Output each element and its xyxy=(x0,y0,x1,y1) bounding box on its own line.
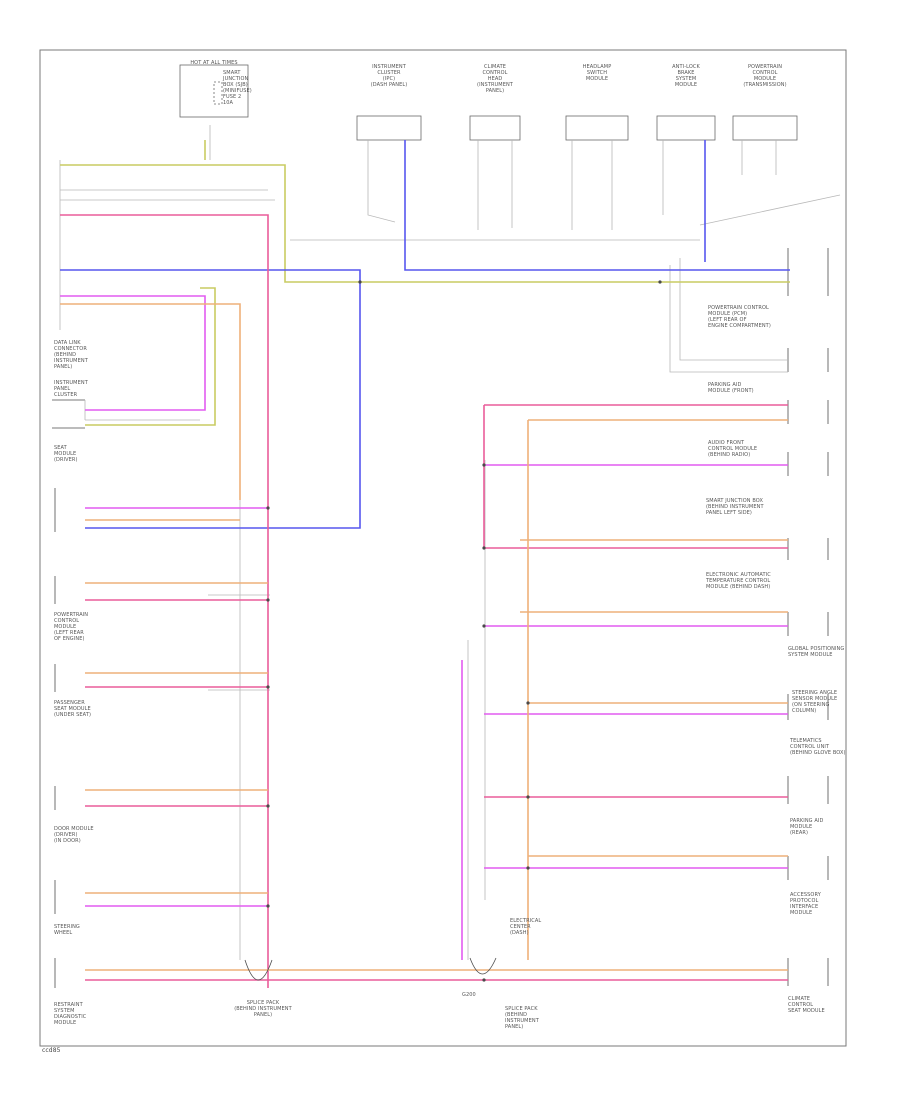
top-fuse-label: SMART JUNCTION BOX (SJB) (MINIFUSE) FUSE… xyxy=(223,70,252,106)
yg-wire xyxy=(60,164,790,283)
colored-wires xyxy=(60,140,790,988)
module-box-5 xyxy=(732,115,798,141)
left-connectors xyxy=(52,399,85,988)
footer-code: ccd85 xyxy=(42,1047,61,1054)
left-label-1: DATA LINK CONNECTOR (BEHIND INSTRUMENT P… xyxy=(54,340,88,370)
splice-bracket-left xyxy=(244,959,273,981)
fuse-box xyxy=(179,64,249,118)
diagram-frame xyxy=(39,49,847,1047)
fuse-symbol xyxy=(213,81,223,105)
left-label-4: POWERTRAIN CONTROL MODULE (LEFT REAR OF … xyxy=(54,612,89,642)
bottom-label-1: SPLICE PACK (BEHIND INSTRUMENT PANEL) xyxy=(234,1000,292,1018)
orange-wire xyxy=(60,303,241,500)
gray-wires xyxy=(59,125,841,960)
right-label-5: ELECTRONIC AUTOMATIC TEMPERATURE CONTROL… xyxy=(706,572,771,590)
module-box-3 xyxy=(565,115,629,141)
module-box-2 xyxy=(469,115,521,141)
splice-bracket-center xyxy=(469,957,497,975)
right-label-2: PARKING AID MODULE (FRONT) xyxy=(708,382,754,394)
right-label-10: GLOBAL POSITIONING SYSTEM MODULE xyxy=(788,646,845,658)
right-label-4: SMART JUNCTION BOX (BEHIND INSTRUMENT PA… xyxy=(706,498,764,516)
left-label-7: STEERING WHEEL xyxy=(54,924,80,936)
module-box-4 xyxy=(656,115,716,141)
splice-nodes xyxy=(266,280,662,982)
bottom-label-3: ELECTRICAL CENTER (DASH) xyxy=(510,918,542,936)
module-label-5: POWERTRAIN CONTROL MODULE (TRANSMISSION) xyxy=(743,64,787,88)
left-label-8: RESTRAINT SYSTEM DIAGNOSTIC MODULE xyxy=(54,1002,87,1026)
right-label-9: ACCESSORY PROTOCOL INTERFACE MODULE xyxy=(790,892,821,916)
bottom-label-2: SPLICE PACK (BEHIND INSTRUMENT PANEL) xyxy=(505,1006,539,1030)
right-label-6: STEERING ANGLE SENSOR MODULE (ON STEERIN… xyxy=(792,690,838,714)
right-label-3: AUDIO FRONT CONTROL MODULE (BEHIND RADIO… xyxy=(708,440,758,458)
right-label-11: CLIMATE CONTROL SEAT MODULE xyxy=(788,996,825,1014)
right-label-1: POWERTRAIN CONTROL MODULE (PCM) (LEFT RE… xyxy=(708,305,771,329)
blue-wire xyxy=(404,140,790,271)
left-label-5: PASSENGER SEAT MODULE (UNDER SEAT) xyxy=(54,700,91,718)
module-box-1 xyxy=(356,115,422,141)
module-label-4: ANTI-LOCK BRAKE SYSTEM MODULE xyxy=(672,64,700,88)
module-label-2: CLIMATE CONTROL HEAD (INSTRUMENT PANEL) xyxy=(477,64,513,94)
left-label-6: DOOR MODULE (DRIVER) (IN DOOR) xyxy=(54,826,94,844)
module-label-1: INSTRUMENT CLUSTER (IPC) (DASH PANEL) xyxy=(370,64,408,88)
right-label-8: PARKING AID MODULE (REAR) xyxy=(790,818,824,836)
module-label-3: HEADLAMP SWITCH MODULE xyxy=(582,64,612,82)
left-label-2: INSTRUMENT PANEL CLUSTER xyxy=(54,380,88,398)
right-connectors xyxy=(787,248,829,986)
left-label-3: SEAT MODULE (DRIVER) xyxy=(54,445,78,463)
ground-label: G200 xyxy=(462,992,476,998)
top-box-title: HOT AT ALL TIMES xyxy=(190,60,238,66)
pink-main xyxy=(60,214,269,988)
right-label-7: TELEMATICS CONTROL UNIT (BEHIND GLOVE BO… xyxy=(790,738,846,756)
